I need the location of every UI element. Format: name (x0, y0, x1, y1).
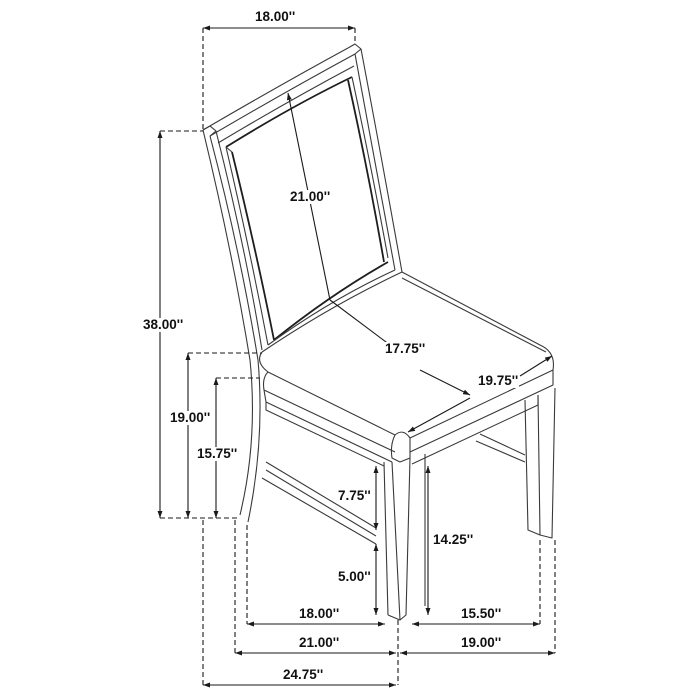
label-stretcher-height: 5.00'' (337, 569, 372, 584)
label-seat-to-stretcher: 15.75'' (196, 446, 239, 461)
label-back-width: 18.00'' (255, 9, 296, 24)
chair-legs (261, 387, 556, 621)
label-seat-height: 19.00'' (169, 410, 212, 425)
label-inner-leg-depth: 18.00'' (299, 606, 340, 621)
label-overall-height: 38.00'' (142, 317, 185, 332)
chair-seat (259, 271, 555, 467)
chair-back (202, 43, 403, 523)
label-under-apron-clearance: 14.25'' (432, 532, 475, 547)
label-seat-depth: 17.75'' (384, 341, 427, 356)
label-leg-width: 19.00'' (461, 635, 502, 650)
label-overall-depth: 24.75'' (283, 667, 324, 682)
label-seat-width: 19.75'' (477, 373, 520, 388)
label-inner-leg-width: 15.50'' (461, 606, 502, 621)
label-apron-to-stretcher: 7.75'' (337, 488, 372, 503)
label-leg-depth: 21.00'' (299, 635, 340, 650)
label-back-panel-height: 21.00'' (289, 189, 332, 204)
